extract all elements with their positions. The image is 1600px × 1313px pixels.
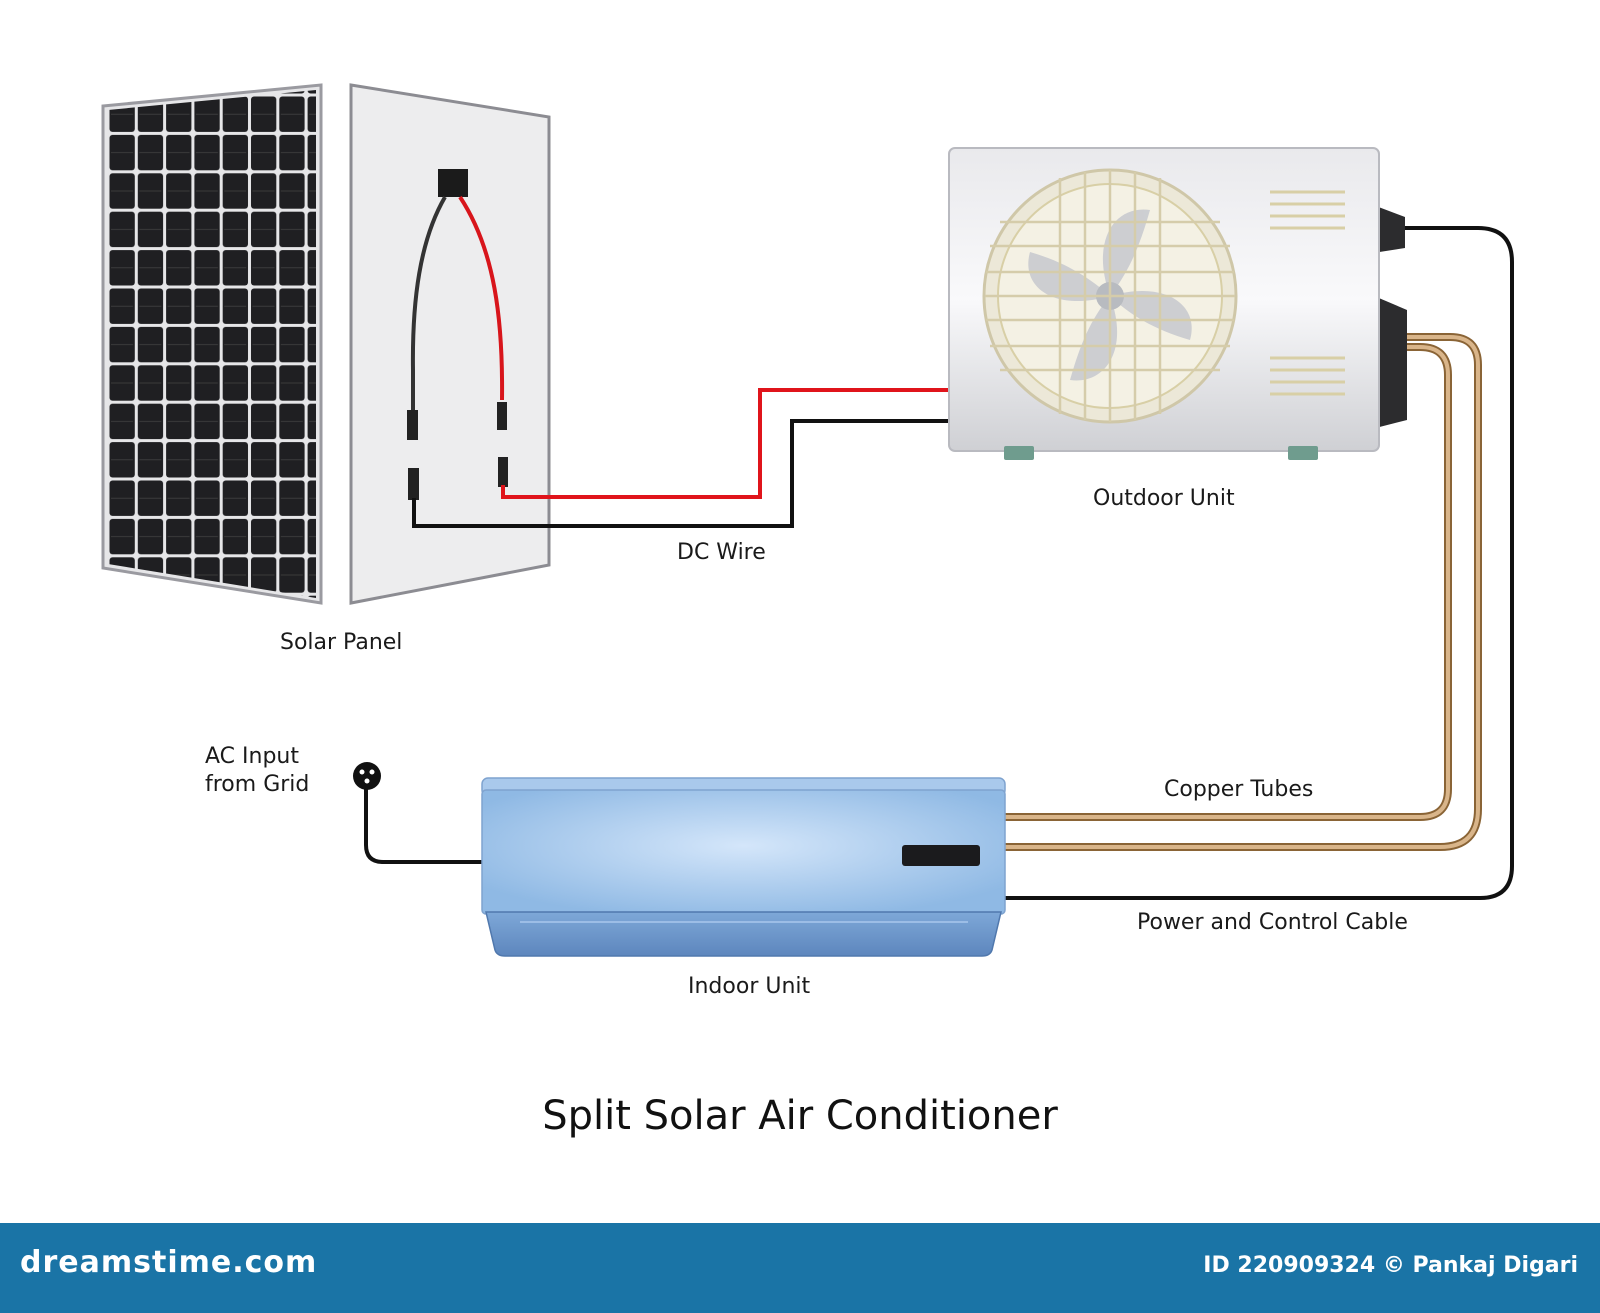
fan-icon	[982, 168, 1238, 424]
copper-tubes	[1005, 333, 1482, 851]
power-control-cable-label: Power and Control Cable	[1137, 910, 1408, 935]
junction-box-icon	[438, 169, 468, 197]
solar-panel-front	[101, 83, 323, 605]
ac-input-label-line2: from Grid	[205, 772, 310, 797]
ac-input-cable	[364, 787, 482, 864]
connector-icon	[498, 457, 508, 487]
brand-logo[interactable]: dreamstime.com	[20, 1245, 318, 1280]
image-credit: ID 220909324 © Pankaj Digari	[1203, 1253, 1578, 1278]
outdoor-unit-label: Outdoor Unit	[1093, 486, 1235, 511]
diagram-title: Split Solar Air Conditioner	[542, 1093, 1058, 1139]
ac-input-label: AC Input	[205, 744, 299, 769]
connector-icon	[497, 402, 507, 430]
solar-panel-label: Solar Panel	[280, 630, 403, 655]
display-panel-icon	[902, 845, 980, 866]
indoor-unit	[481, 777, 1006, 957]
indoor-unit-label: Indoor Unit	[688, 974, 811, 999]
solar-panel-back	[349, 83, 551, 605]
footer-bar: dreamstime.com ID 220909324 © Pankaj Dig…	[0, 1223, 1600, 1313]
dc-wire-label: DC Wire	[677, 540, 766, 565]
connector-icon	[408, 468, 419, 500]
power-control-cable	[1005, 226, 1514, 900]
dc-positive-wire	[501, 388, 949, 499]
copper-tubes-label: Copper Tubes	[1164, 777, 1314, 802]
dc-negative-wire	[412, 419, 949, 528]
connector-icon	[407, 410, 418, 440]
outdoor-unit	[948, 147, 1407, 460]
plug-icon	[353, 762, 381, 790]
